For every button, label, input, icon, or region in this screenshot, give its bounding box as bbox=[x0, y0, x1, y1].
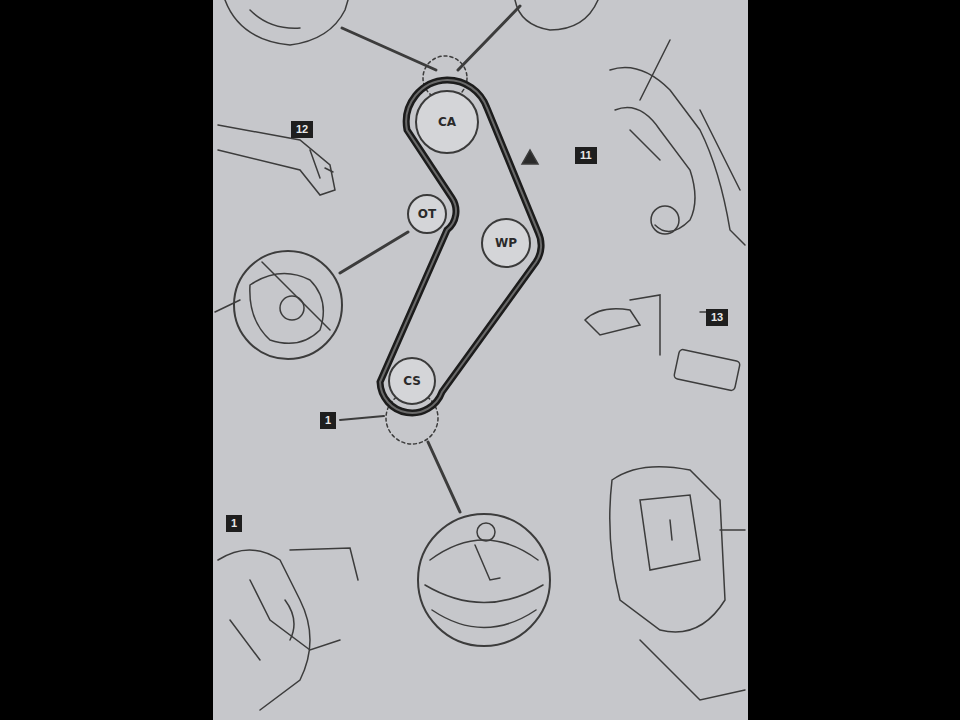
callout-number: 12 bbox=[291, 121, 313, 138]
pulley-circle: WP bbox=[481, 218, 531, 268]
callout-number: 1 bbox=[320, 412, 336, 429]
pulley-circle: OT bbox=[407, 194, 447, 234]
pulley-circle: CS bbox=[388, 357, 436, 405]
pulley-label: CA bbox=[438, 115, 456, 129]
callout-number: 13 bbox=[706, 309, 728, 326]
pulley-label: WP bbox=[495, 236, 517, 250]
callout-number: 1 bbox=[226, 515, 242, 532]
callout-number: 11 bbox=[575, 147, 597, 164]
pulley-label: OT bbox=[418, 207, 436, 221]
pulley-circle: CA bbox=[415, 90, 479, 154]
pulley-label: CS bbox=[403, 374, 421, 388]
paper-ground bbox=[213, 0, 748, 720]
